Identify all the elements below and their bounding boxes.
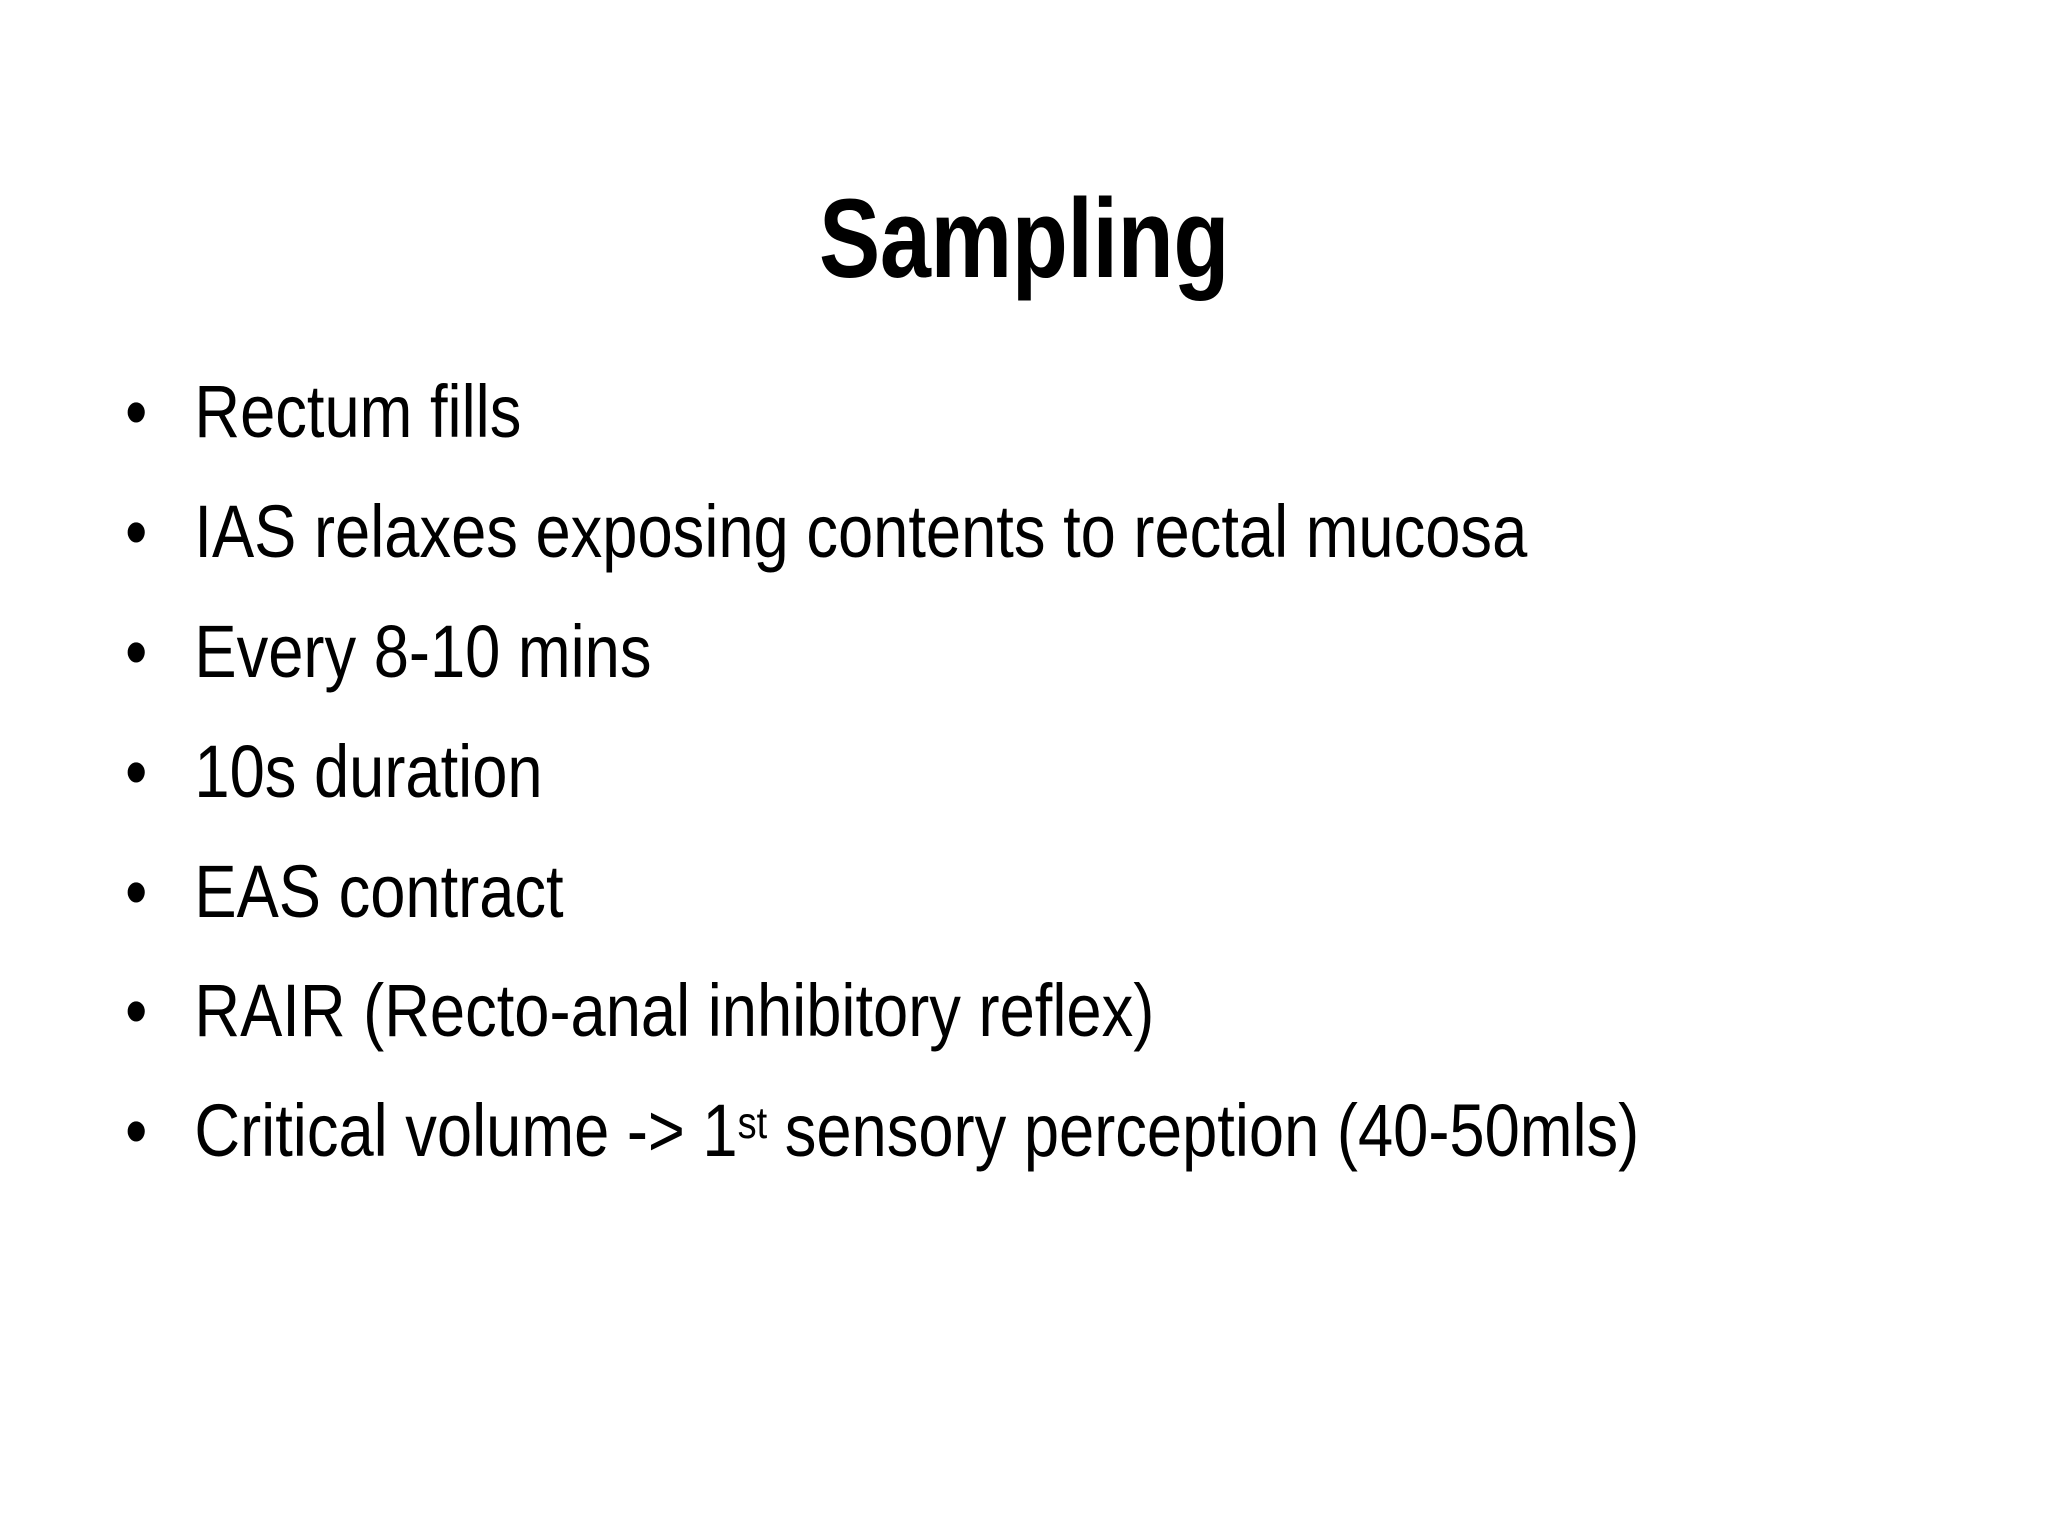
bullet-icon: • <box>125 969 148 1053</box>
list-item-text: Every 8-10 mins <box>194 609 652 693</box>
list-item: • Rectum fills <box>120 352 1980 472</box>
list-item-text: 10s duration <box>194 729 543 813</box>
list-item: • 10s duration <box>120 712 1980 832</box>
list-item: • EAS contract <box>120 832 1980 952</box>
list-item-text: Rectum fills <box>194 370 522 453</box>
bullet-icon: • <box>125 609 148 693</box>
slide-bullet-list: • Rectum fills • IAS relaxes exposing co… <box>120 352 1980 1191</box>
list-item-text-after-superscript: sensory perception (40-50mls) <box>767 1089 1640 1173</box>
bullet-icon: • <box>125 729 148 813</box>
ordinal-superscript: st <box>737 1098 768 1148</box>
bullet-icon: • <box>125 489 148 573</box>
bullet-icon: • <box>125 1089 148 1173</box>
bullet-icon: • <box>125 849 148 933</box>
list-item-text: EAS contract <box>194 849 564 933</box>
list-item: • Every 8-10 mins <box>120 592 1980 712</box>
list-item: • Critical volume -> 1st sensory percept… <box>120 1071 1980 1191</box>
list-item: • RAIR (Recto-anal inhibitory reflex) <box>120 951 1980 1071</box>
list-item-text: RAIR (Recto-anal inhibitory reflex) <box>194 969 1155 1053</box>
list-item: • IAS relaxes exposing contents to recta… <box>120 472 1980 592</box>
bullet-icon: • <box>125 370 148 453</box>
list-item-text: IAS relaxes exposing contents to rectal … <box>194 489 1528 573</box>
list-item-text-before-superscript: Critical volume -> 1 <box>194 1089 738 1173</box>
slide-title: Sampling <box>818 176 1230 302</box>
